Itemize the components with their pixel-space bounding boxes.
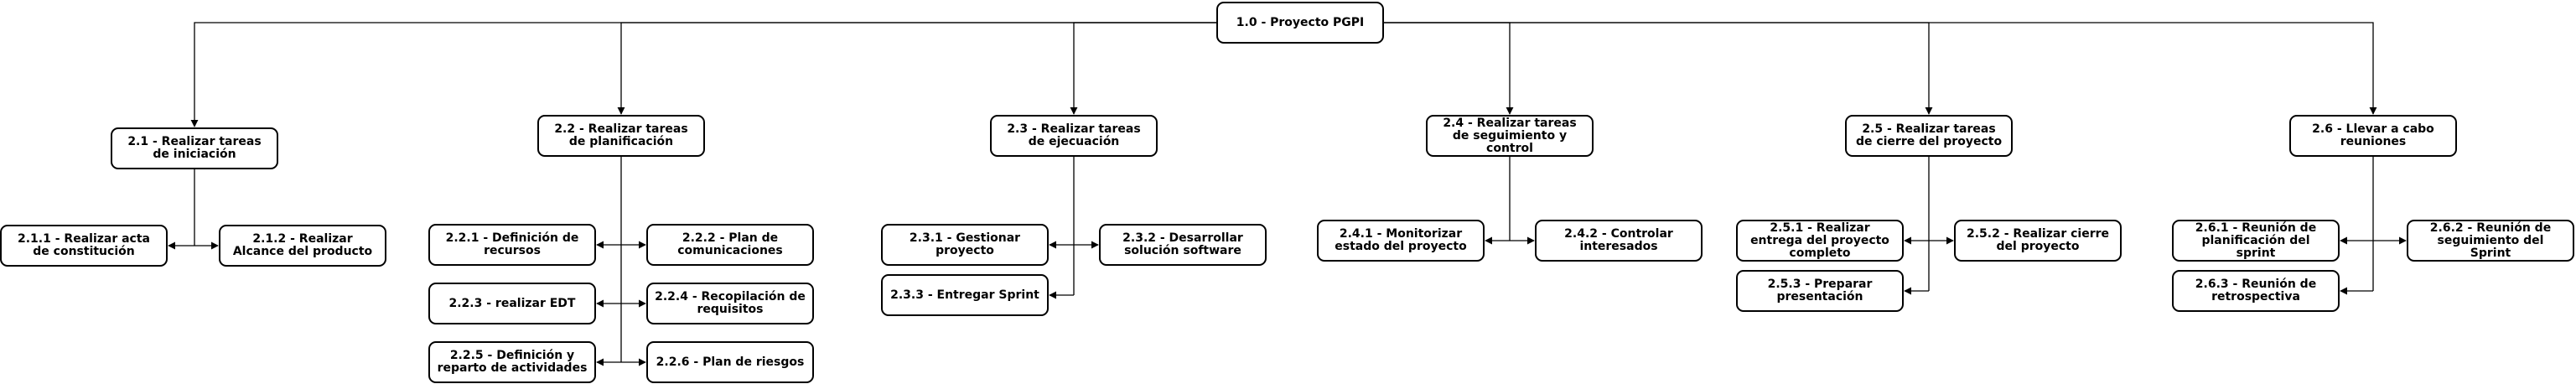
node-2-1-1[interactable]: 2.1.1 - Realizar acta de constitución <box>0 225 168 267</box>
node-2-5-label: 2.5 - Realizar tareas de cierre del proy… <box>1855 122 2003 148</box>
node-2-6-1-label: 2.6.1 - Reunión de planificación del spr… <box>2195 221 2317 260</box>
node-1-0-proyecto[interactable]: 1.0 - Proyecto PGPI <box>1216 2 1384 44</box>
node-2-5-3-label: 2.5.3 - Preparar presentación <box>1767 278 1873 304</box>
node-2-4-1-label: 2.4.1 - Monitorizar estado del proyecto <box>1335 227 1467 253</box>
edge-group <box>168 22 2407 366</box>
node-2-2-1-label: 2.2.1 - Definición de recursos <box>445 231 579 257</box>
node-2-5-2[interactable]: 2.5.2 - Realizar cierre del proyecto <box>1954 220 2122 262</box>
node-2-3-3-label: 2.3.3 - Entregar Sprint <box>890 288 1039 302</box>
node-2-3-ejecucion[interactable]: 2.3 - Realizar tareas de ejecuación <box>990 115 1158 157</box>
edge-root-to-n2_5 <box>1384 22 1933 115</box>
node-2-2-5[interactable]: 2.2.5 - Definición y reparto de activida… <box>428 341 596 383</box>
node-2-2-4[interactable]: 2.2.4 - Recopilación de requisitos <box>646 283 814 324</box>
node-2-4-2[interactable]: 2.4.2 - Controlar interesados <box>1535 220 1703 262</box>
node-2-2-3[interactable]: 2.2.3 - realizar EDT <box>428 283 596 324</box>
node-2-5-2-label: 2.5.2 - Realizar cierre del proyecto <box>1966 227 2109 253</box>
node-2-5-3[interactable]: 2.5.3 - Preparar presentación <box>1736 270 1904 312</box>
node-2-4-seguimiento[interactable]: 2.4 - Realizar tareas de seguimiento y c… <box>1426 115 1594 157</box>
edge-root-to-n2_1 <box>190 22 1216 127</box>
node-1-0-label: 1.0 - Proyecto PGPI <box>1236 15 1365 29</box>
node-2-1-2[interactable]: 2.1.2 - Realizar Alcance del producto <box>219 225 386 267</box>
node-2-6-2-label: 2.6.2 - Reunión de seguimiento del Sprin… <box>2429 221 2552 260</box>
node-2-6-3-label: 2.6.3 - Reunión de retrospectiva <box>2195 278 2317 304</box>
node-2-1-1-label: 2.1.1 - Realizar acta de constitución <box>18 232 150 258</box>
node-2-4-2-label: 2.4.2 - Controlar interesados <box>1564 227 1673 253</box>
node-2-2-label: 2.2 - Realizar tareas de planificación <box>554 122 688 148</box>
edge-root-to-n2_2 <box>617 22 1216 115</box>
edge-root-to-n2_4 <box>1384 22 1514 115</box>
node-2-6-1[interactable]: 2.6.1 - Reunión de planificación del spr… <box>2172 220 2340 262</box>
edge-root-to-n2_6 <box>1384 22 2377 115</box>
node-2-3-label: 2.3 - Realizar tareas de ejecuación <box>1007 122 1141 148</box>
node-2-2-4-label: 2.2.4 - Recopilación de requisitos <box>655 290 806 316</box>
node-2-5-1[interactable]: 2.5.1 - Realizar entrega del proyecto co… <box>1736 220 1904 262</box>
node-2-6-reuniones[interactable]: 2.6 - Llevar a cabo reuniones <box>2289 115 2457 157</box>
node-2-2-2-label: 2.2.2 - Plan de comunicaciones <box>677 231 783 257</box>
node-2-6-2[interactable]: 2.6.2 - Reunión de seguimiento del Sprin… <box>2407 220 2574 262</box>
node-2-2-planificacion[interactable]: 2.2 - Realizar tareas de planificación <box>537 115 705 157</box>
node-2-2-6-label: 2.2.6 - Plan de riesgos <box>656 355 805 369</box>
node-2-6-label: 2.6 - Llevar a cabo reuniones <box>2312 122 2434 148</box>
node-2-3-3[interactable]: 2.3.3 - Entregar Sprint <box>881 274 1049 316</box>
node-2-3-2-label: 2.3.2 - Desarrollar solución software <box>1122 231 1243 257</box>
node-2-3-2[interactable]: 2.3.2 - Desarrollar solución software <box>1099 224 1267 266</box>
node-2-2-5-label: 2.2.5 - Definición y reparto de activida… <box>437 349 588 375</box>
node-2-6-3[interactable]: 2.6.3 - Reunión de retrospectiva <box>2172 270 2340 312</box>
node-2-2-2[interactable]: 2.2.2 - Plan de comunicaciones <box>646 224 814 266</box>
node-2-5-cierre[interactable]: 2.5 - Realizar tareas de cierre del proy… <box>1845 115 2013 157</box>
node-2-2-3-label: 2.2.3 - realizar EDT <box>448 296 576 310</box>
node-2-4-label: 2.4 - Realizar tareas de seguimiento y c… <box>1443 116 1577 155</box>
node-2-3-1[interactable]: 2.3.1 - Gestionar proyecto <box>881 224 1049 266</box>
node-2-2-1[interactable]: 2.2.1 - Definición de recursos <box>428 224 596 266</box>
edge-root-to-n2_3 <box>1070 22 1216 115</box>
node-2-1-iniciacion[interactable]: 2.1 - Realizar tareas de iniciación <box>111 127 278 169</box>
node-2-5-1-label: 2.5.1 - Realizar entrega del proyecto co… <box>1750 221 1889 260</box>
node-2-4-1[interactable]: 2.4.1 - Monitorizar estado del proyecto <box>1317 220 1485 262</box>
node-2-1-label: 2.1 - Realizar tareas de iniciación <box>127 135 262 161</box>
node-2-2-6[interactable]: 2.2.6 - Plan de riesgos <box>646 341 814 383</box>
node-2-3-1-label: 2.3.1 - Gestionar proyecto <box>909 231 1021 257</box>
node-2-1-2-label: 2.1.2 - Realizar Alcance del producto <box>232 232 373 258</box>
